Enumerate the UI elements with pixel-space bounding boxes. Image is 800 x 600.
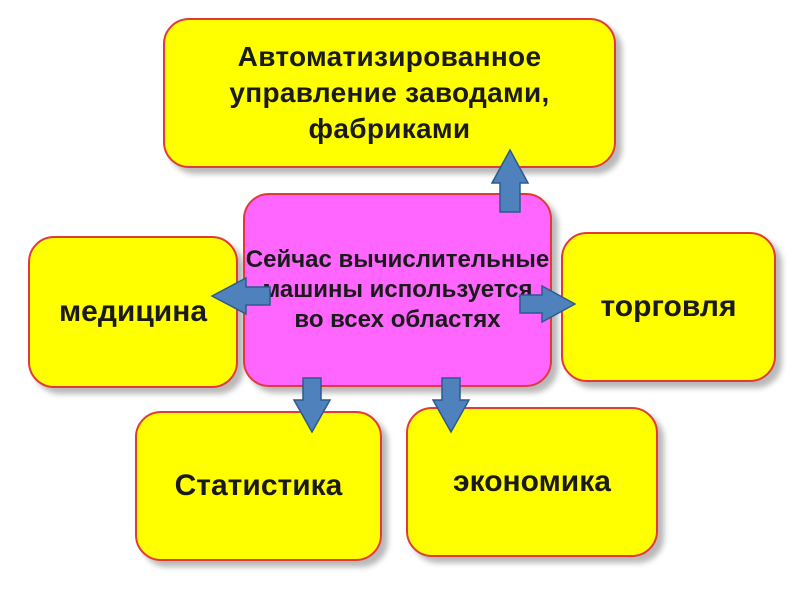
- node-statistics: Статистика: [135, 411, 382, 561]
- node-factory-automation: Автоматизированное управление заводами, …: [163, 18, 616, 168]
- node-trade: торговля: [561, 232, 776, 382]
- node-trade-label: торговля: [600, 290, 737, 323]
- node-economics: экономика: [406, 407, 658, 557]
- node-economics-label: экономика: [453, 465, 611, 498]
- node-factory-automation-label: Автоматизированное управление заводами, …: [229, 41, 550, 144]
- node-medicine-label: медицина: [58, 295, 208, 328]
- node-center: Сейчас вычислительные машины используетс…: [243, 193, 552, 387]
- node-center-label: Сейчас вычислительные машины используетс…: [245, 246, 550, 333]
- node-statistics-label: Статистика: [174, 469, 343, 502]
- node-medicine: медицина: [28, 236, 238, 388]
